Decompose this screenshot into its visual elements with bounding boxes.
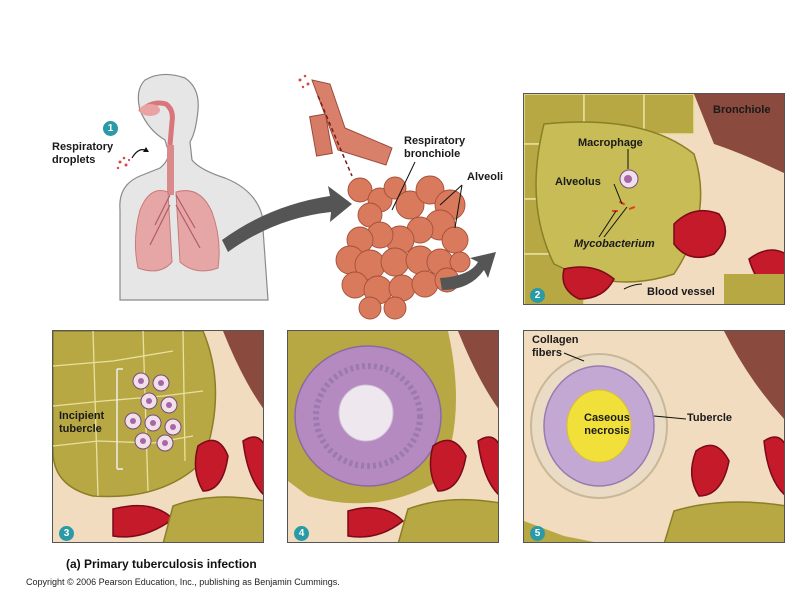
figure-caption: (a) Primary tuberculosis infection [66, 557, 257, 571]
copyright-notice: Copyright © 2006 Pearson Education, Inc.… [26, 577, 340, 587]
right-lung [175, 190, 220, 272]
zoom-arrow-1 [222, 186, 352, 252]
droplet-arrow [131, 149, 146, 159]
label-alveoli: Alveoli [467, 171, 504, 183]
label-bronchiole: Bronchiole [713, 104, 771, 116]
step-badge-1: 1 [103, 121, 118, 136]
panel-4-granuloma: 4 [287, 330, 499, 543]
tubercle-center [338, 384, 394, 442]
label-macrophage: Macrophage [578, 137, 643, 149]
label-alveolus: Alveolus [555, 176, 601, 188]
step-badge-5: 5 [530, 526, 545, 541]
bronchiole-tube [311, 79, 393, 166]
droplets [116, 156, 131, 170]
step-badge-4: 4 [294, 526, 309, 541]
macrophage-cell [619, 169, 639, 189]
panel-2-alveolus: 2 [523, 93, 785, 305]
label-tubercle: Tubercle [687, 412, 733, 424]
panel-3-incipient-tubercle: 3 [52, 330, 264, 543]
alveoli-cluster [335, 175, 471, 320]
step-badge-2: 2 [530, 288, 545, 303]
torso-illustration [116, 73, 496, 320]
label-blood-vessel: Blood vessel [647, 286, 715, 298]
capillary [673, 209, 727, 259]
step-badge-3: 3 [59, 526, 74, 541]
zoom-arrow-2 [440, 252, 496, 290]
panel-5-caseous-tubercle: 5 [523, 330, 785, 543]
caseous-center [566, 389, 632, 463]
label-mycobacterium: Mycobacterium [574, 238, 655, 250]
